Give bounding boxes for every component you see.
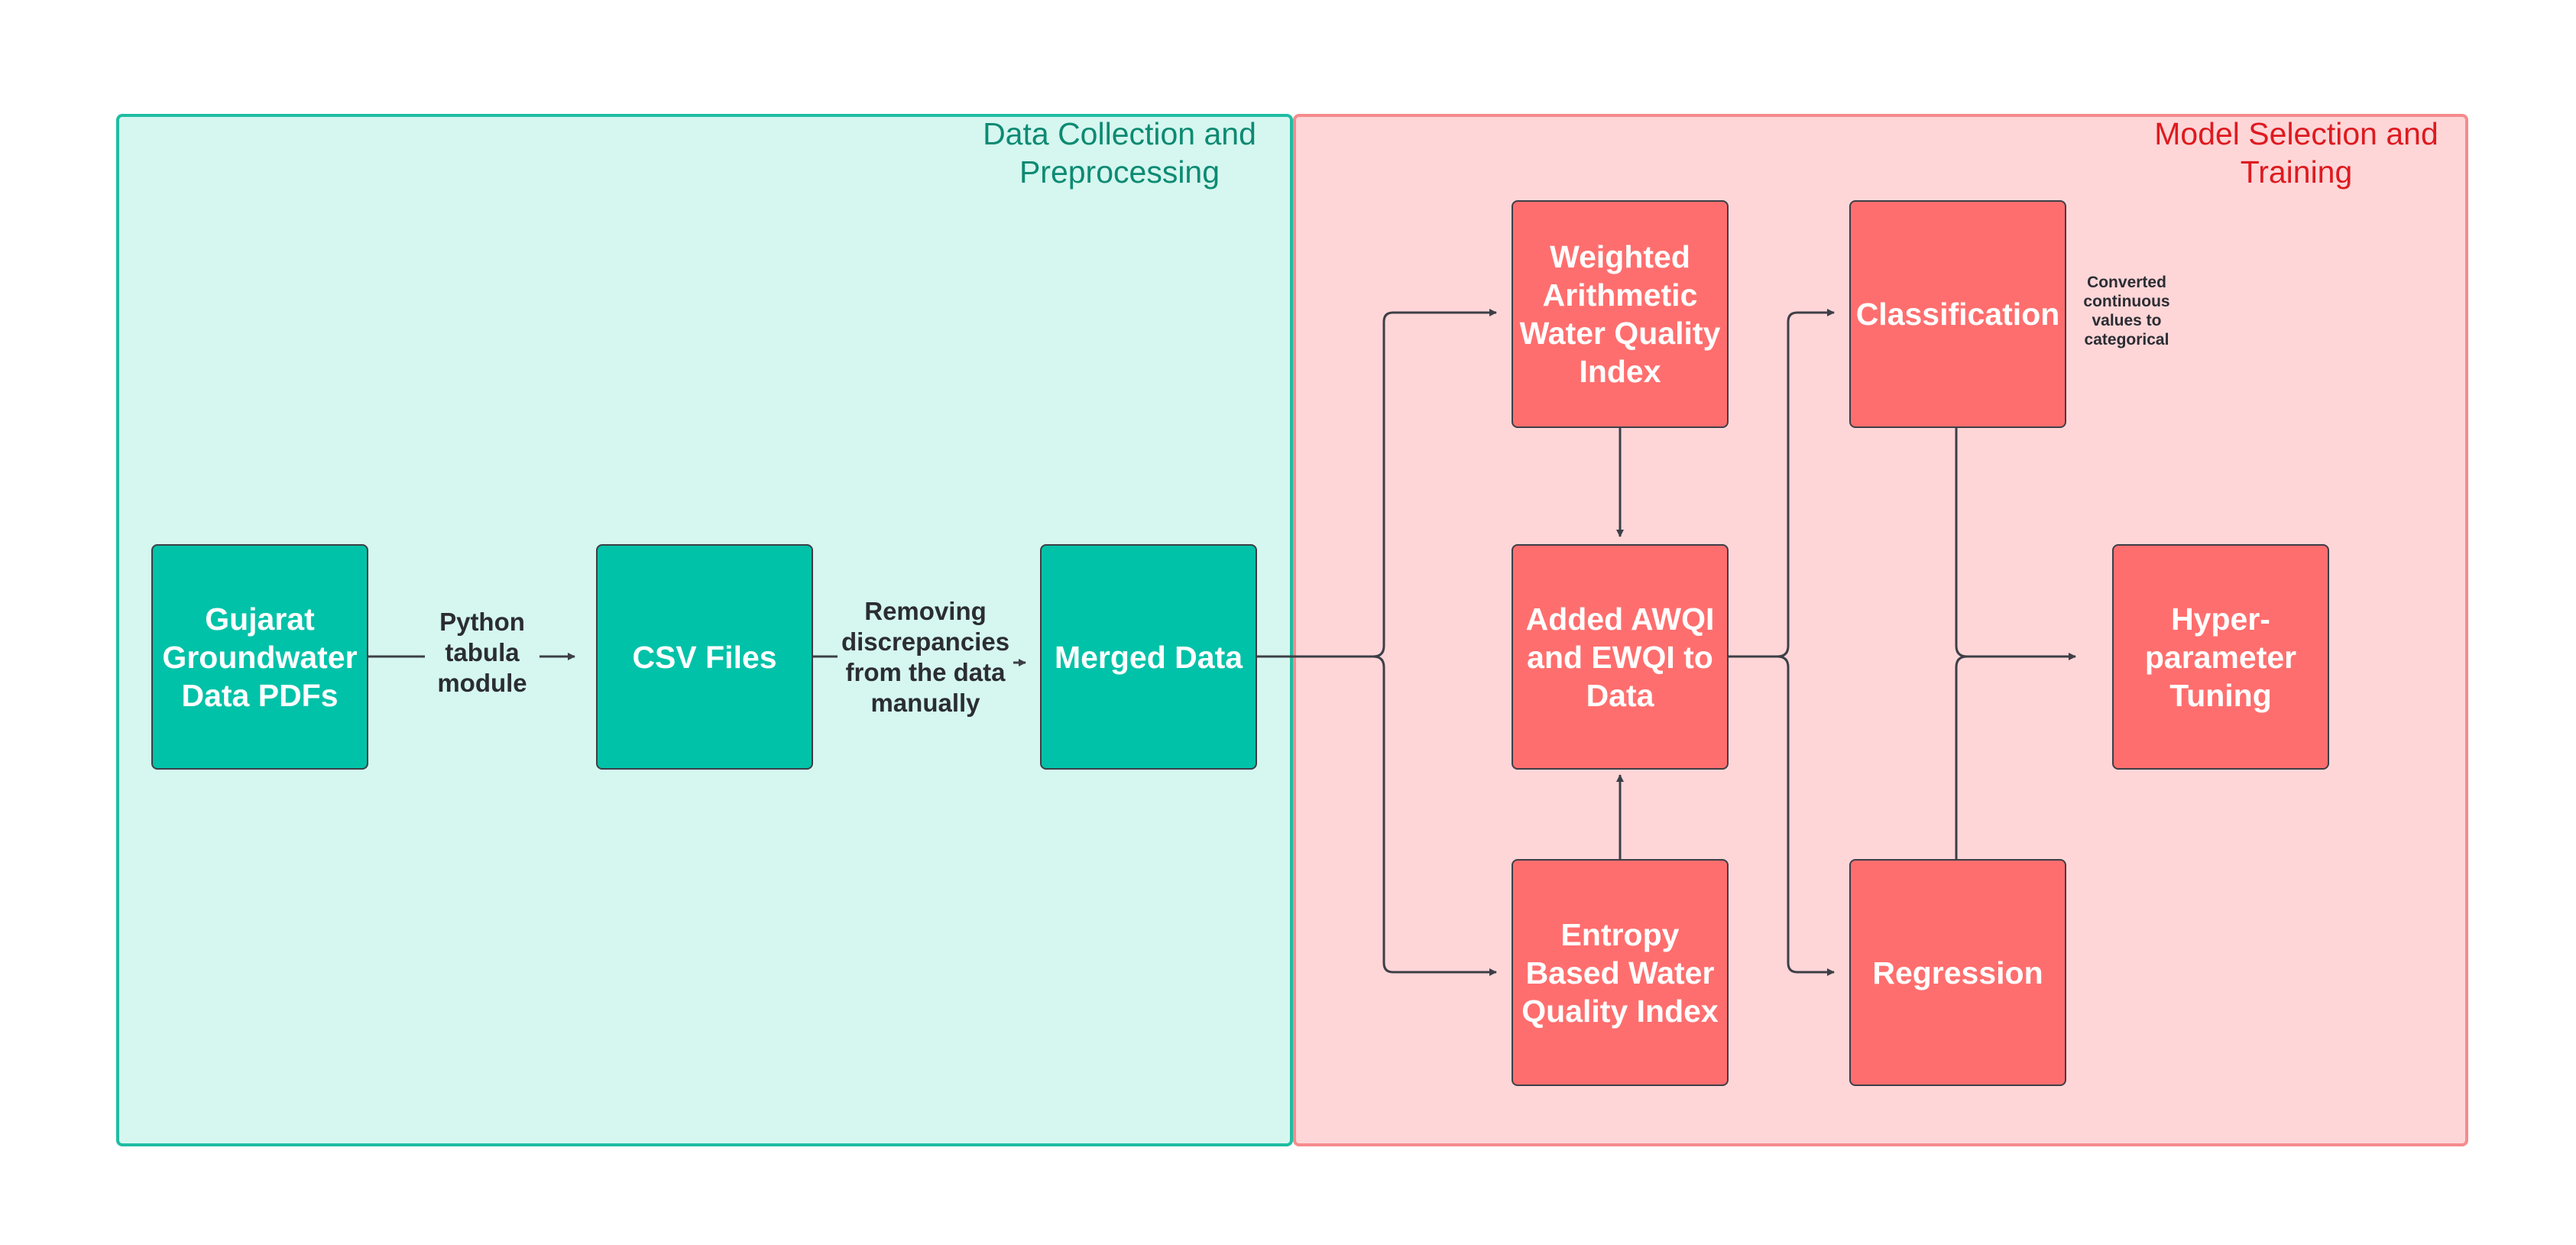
node-added-awqi-ewqi[interactable]: Added AWQI and EWQI to Data: [1512, 544, 1729, 770]
node-classification[interactable]: Classification: [1849, 200, 2066, 428]
node-merged-data[interactable]: Merged Data: [1040, 544, 1257, 770]
edge-regression-to-tuning: [1955, 655, 1968, 859]
edge-merged-to-awqi: [1257, 309, 1497, 658]
node-csv-files[interactable]: CSV Files: [596, 544, 813, 770]
node-regression[interactable]: Regression: [1849, 859, 2066, 1086]
node-ewqi[interactable]: Entropy Based Water Quality Index: [1512, 859, 1729, 1086]
edge-added-to-regression: [1777, 655, 1835, 976]
edge-merged-to-ewqi: [1372, 655, 1497, 976]
node-hyperparameter-tuning[interactable]: Hyper-parameter Tuning: [2112, 544, 2329, 770]
node-gujarat-pdfs[interactable]: Gujarat Groundwater Data PDFs: [151, 544, 368, 770]
node-awqi[interactable]: Weighted Arithmetic Water Quality Index: [1512, 200, 1729, 428]
edge-label-removing-discrepancies: Removing discrepancies from the data man…: [838, 596, 1013, 718]
model-selection-title: Model Selection and Training: [2154, 116, 2438, 190]
edge-label-converted: Converted continuous values to categoric…: [2083, 274, 2170, 349]
edge-label-python-tabula: Python tabula module: [425, 607, 540, 699]
edge-classification-to-tuning: [1955, 428, 2076, 660]
edge-added-to-classification: [1729, 309, 1835, 658]
data-collection-title: Data Collection and Preprocessing: [983, 116, 1256, 190]
